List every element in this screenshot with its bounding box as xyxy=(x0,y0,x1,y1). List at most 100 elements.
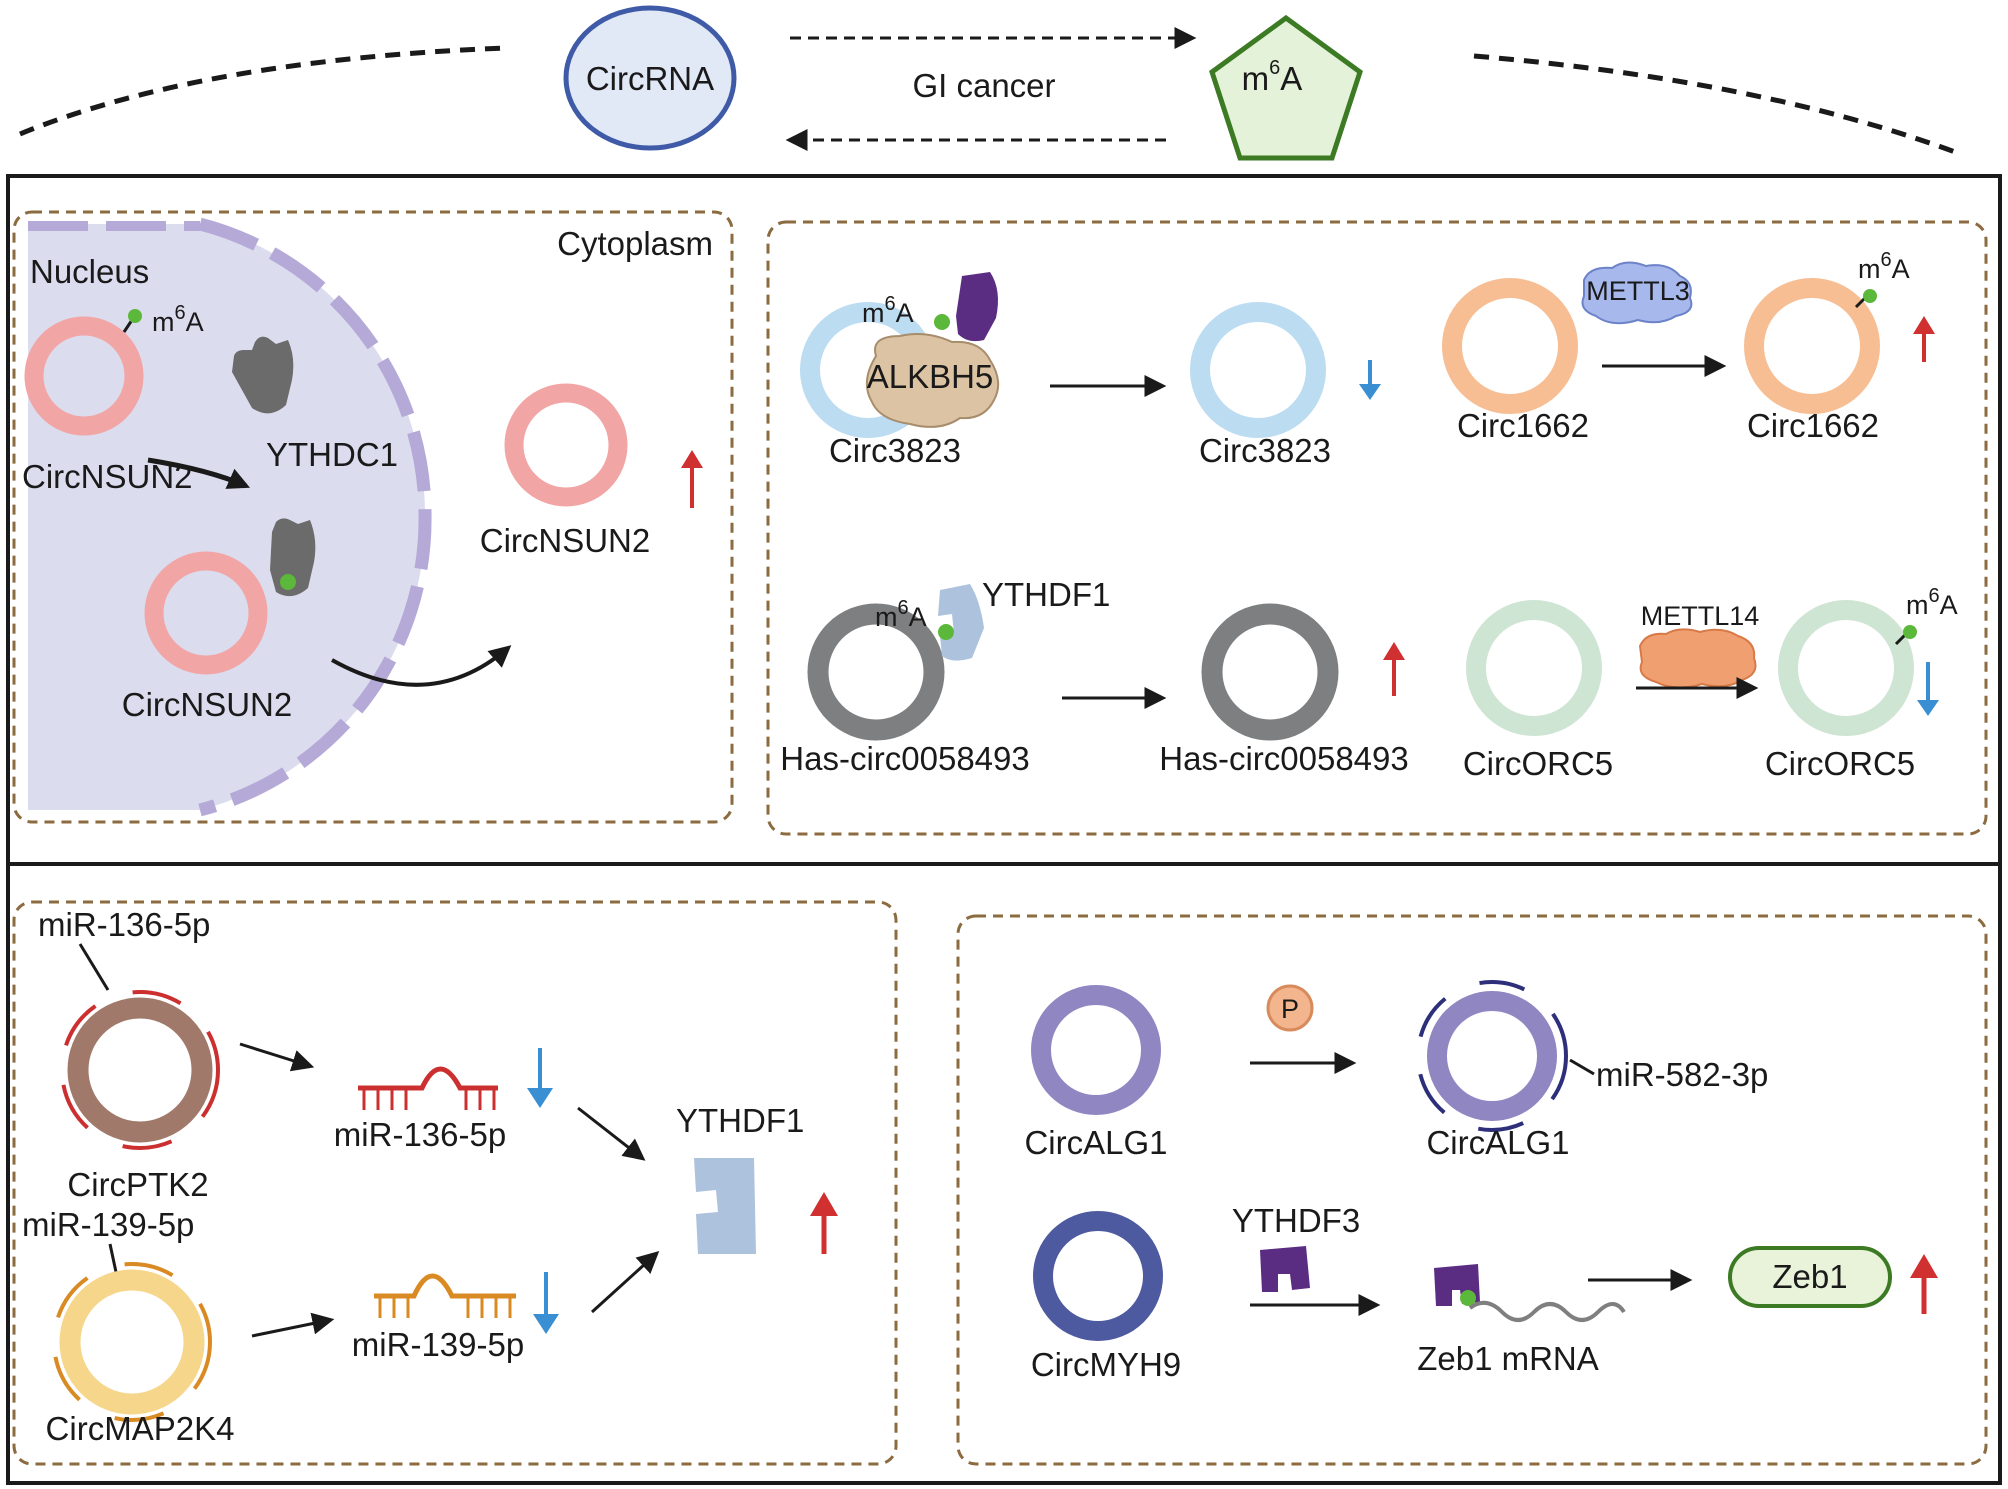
ythdc1-label: YTHDC1 xyxy=(266,436,398,473)
m6a-dot-circ1662 xyxy=(1863,289,1877,303)
mir582-pointer xyxy=(1569,1058,1595,1076)
circorc5-ring-1 xyxy=(1466,600,1602,736)
circ3823-ring-2 xyxy=(1190,302,1326,438)
mettl14-label: METTL14 xyxy=(1641,601,1760,631)
arrow-circmap2k4 xyxy=(251,1312,335,1338)
circmyh9-label: CircMYH9 xyxy=(1031,1346,1181,1383)
mir136-pointer xyxy=(78,943,110,991)
m6a-dot-bound xyxy=(280,574,296,590)
zeb1-label: Zeb1 xyxy=(1772,1258,1847,1295)
ythdf1-icon-bl xyxy=(694,1158,756,1254)
circ1662-label-2: Circ1662 xyxy=(1747,407,1879,444)
mettl3-label: METTL3 xyxy=(1586,276,1690,306)
circnsun2-ring-nucleus xyxy=(24,316,144,436)
circalg1-label-1: CircALG1 xyxy=(1024,1124,1167,1161)
cytoplasm-label: Cytoplasm xyxy=(557,225,713,262)
m6a-label-circorc5: m6A xyxy=(1906,585,1958,620)
circ1662-ring-1 xyxy=(1442,278,1578,414)
arrow-to-ythdc1 xyxy=(147,457,251,489)
mir139-pointer xyxy=(108,1243,118,1273)
m6a-label-circ1662: m6A xyxy=(1858,249,1910,284)
m6a-dot-circorc5 xyxy=(1903,625,1917,639)
arrow-export xyxy=(331,645,512,687)
zeb1-mrna-strand xyxy=(1468,1300,1626,1322)
circalg1-label-2: CircALG1 xyxy=(1426,1124,1569,1161)
circmap2k4-sponge-outline xyxy=(52,1262,212,1422)
mettl3-blob xyxy=(1581,261,1693,325)
mir582-label: miR-582-3p xyxy=(1596,1056,1768,1093)
circalg1-sponge-outline xyxy=(1416,980,1568,1132)
alkbh5-blob xyxy=(865,333,1000,428)
down-arrow-head-mir136 xyxy=(527,1088,553,1108)
m6a-pentagon xyxy=(1209,14,1363,161)
circnsun2-ring-bound xyxy=(144,551,268,675)
circrna-ellipse xyxy=(563,5,737,151)
eraser-icon xyxy=(956,272,998,342)
zeb1-mrna-label: Zeb1 mRNA xyxy=(1417,1340,1599,1377)
phospho-icon xyxy=(1266,984,1314,1032)
circmap2k4-ring xyxy=(59,1269,205,1415)
alkbh5-label: ALKBH5 xyxy=(867,358,994,395)
circptk2-label: CircPTK2 xyxy=(67,1166,208,1203)
hascirc-label-2: Has-circ0058493 xyxy=(1159,740,1408,777)
m6a-label-hascirc: m6A xyxy=(875,597,927,632)
panel-tl-box xyxy=(12,210,734,824)
m6a-dot-zeb1 xyxy=(1460,1290,1476,1306)
mir136-top-label: miR-136-5p xyxy=(38,906,210,943)
panel-tr-box xyxy=(766,220,1988,836)
circnsun2-ring-cytoplasm xyxy=(504,383,628,507)
circ1662-label-1: Circ1662 xyxy=(1457,407,1589,444)
nuclear-envelope xyxy=(198,217,432,817)
circalg1-ring-1 xyxy=(1031,985,1161,1115)
zeb1-pill xyxy=(1728,1246,1892,1308)
mettl14-blob xyxy=(1638,628,1757,689)
m6a-dot xyxy=(128,309,142,323)
circalg1-ring-2 xyxy=(1427,991,1557,1121)
ythdf1-label-bl: YTHDF1 xyxy=(676,1102,804,1139)
circrna-label: CircRNA xyxy=(586,60,714,97)
main-frame-bottom xyxy=(6,862,2002,1485)
up-arrow-head-hascirc xyxy=(1383,642,1405,660)
nucleus-label: Nucleus xyxy=(30,253,149,290)
m6a-label: m6A xyxy=(1242,57,1303,97)
ythdf3-icon xyxy=(1260,1246,1310,1292)
arrow-circptk2 xyxy=(239,1042,315,1072)
circorc5-label-1: CircORC5 xyxy=(1463,745,1613,782)
m6a-dot-hascirc xyxy=(938,624,954,640)
circptk2-ring xyxy=(67,997,213,1143)
panel-translation: CircALG1 P miR-582-3p CircALG1 CircMYH9 … xyxy=(956,914,1988,1466)
mir136-label: miR-136-5p xyxy=(334,1116,506,1153)
mir139-strand xyxy=(374,1273,516,1299)
circorc5-ring-2 xyxy=(1778,600,1914,736)
ythdf1-label-tr: YTHDF1 xyxy=(982,576,1110,613)
down-arrow-head-circorc5 xyxy=(1917,700,1939,716)
up-arrow-head-circ1662 xyxy=(1913,316,1935,334)
mir136-strand xyxy=(358,1066,498,1091)
header-arc-right xyxy=(1473,53,1956,155)
m6a-mark-label: m6A xyxy=(152,302,204,337)
panel-nucleus-export: Nucleus Cytoplasm m6A YTHDC1 CircNSUN2 C… xyxy=(12,210,734,824)
circ3823-label-2: Circ3823 xyxy=(1199,432,1331,469)
circ1662-ring-2 xyxy=(1744,278,1880,414)
panel-m6a-regulation: m6A ALKBH5 Circ3823 Circ3823 METTL3 Circ… xyxy=(766,220,1988,836)
hascirc-ring-2 xyxy=(1201,603,1339,741)
circnsun2-label-3: CircNSUN2 xyxy=(480,522,651,559)
panel-mirna-sponge: miR-136-5p CircPTK2 miR-136-5p miR-139-5… xyxy=(12,900,898,1466)
m6a-dot-circ3823 xyxy=(934,314,950,330)
down-arrow-head-circ3823 xyxy=(1359,384,1381,400)
m6a-stem xyxy=(122,319,134,333)
up-arrow-head-zeb1 xyxy=(1910,1254,1938,1278)
circmap2k4-label: CircMAP2K4 xyxy=(46,1410,235,1447)
down-arrow-head-mir139 xyxy=(533,1314,559,1334)
circmyh9-ring xyxy=(1033,1211,1163,1341)
hascirc-ring-1 xyxy=(807,603,945,741)
ythdc1-icon xyxy=(232,336,294,414)
ythdf3-label: YTHDF3 xyxy=(1232,1202,1360,1239)
gi-cancer-label: GI cancer xyxy=(912,67,1055,104)
ythdc1-bound-icon xyxy=(270,518,316,597)
panel-br-box xyxy=(956,914,1988,1466)
arrow-mir139-to-ythdf1 xyxy=(590,1251,660,1314)
circorc5-label-2: CircORC5 xyxy=(1765,745,1915,782)
up-arrow-head-ythdf1 xyxy=(810,1192,838,1216)
